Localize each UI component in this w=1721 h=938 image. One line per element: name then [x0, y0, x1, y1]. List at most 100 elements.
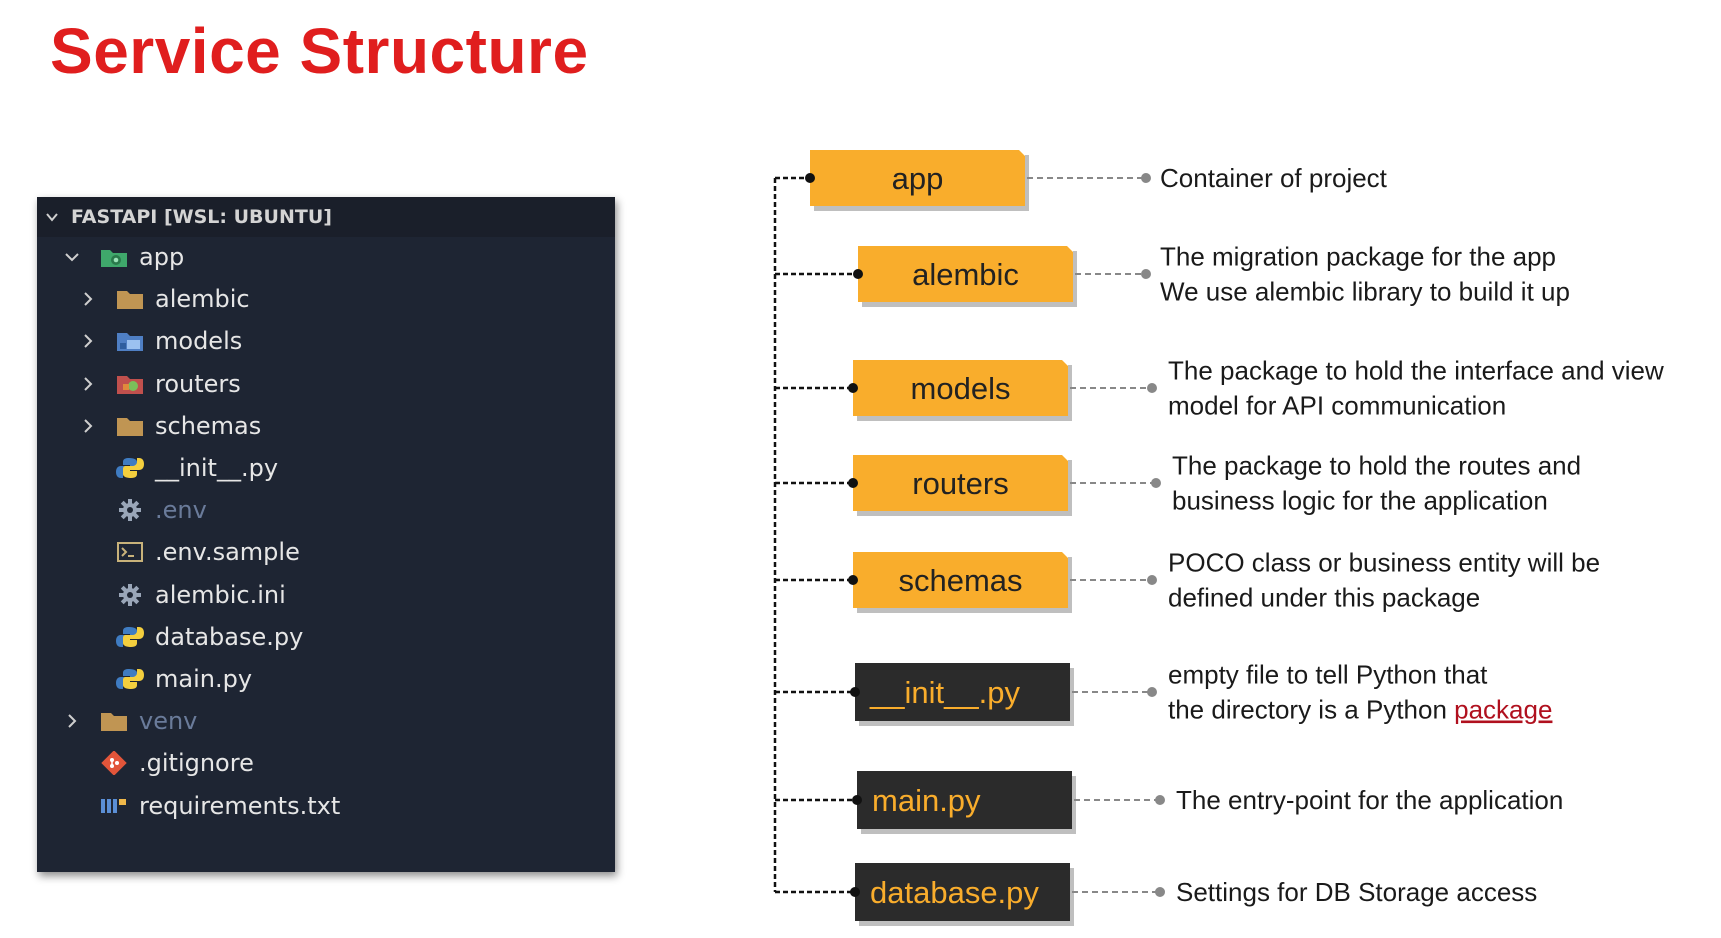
node-description-line: POCO class or business entity will be	[1168, 548, 1600, 578]
connector-dot	[850, 687, 860, 697]
folder-node-box	[858, 246, 1073, 302]
models-folder-icon	[115, 329, 145, 353]
tree-item-alembic-ini[interactable]: alembic.ini	[81, 575, 286, 615]
chevron-right-icon[interactable]	[81, 419, 95, 433]
tree-item-init-py[interactable]: __init__.py	[81, 448, 278, 488]
file-node-box	[855, 863, 1070, 921]
git-icon	[99, 751, 129, 776]
tree-item-requirements-txt[interactable]: requirements.txt	[65, 786, 340, 826]
leader-dot	[1147, 383, 1157, 393]
tree-item-label: routers	[155, 369, 241, 398]
tree-item-gitignore[interactable]: .gitignore	[65, 743, 254, 783]
connector-dot	[848, 478, 858, 488]
tree-item-database-py[interactable]: database.py	[81, 617, 303, 657]
folder-tab	[1019, 150, 1025, 156]
tree-item-label: app	[139, 243, 185, 271]
description-text: The migration package for the app	[1160, 242, 1556, 272]
description-text: business logic for the application	[1172, 486, 1548, 516]
leader-dot	[1147, 575, 1157, 585]
explorer-header[interactable]: FASTAPI [WSL: UBUNTU]	[37, 197, 615, 237]
chevron-right-icon[interactable]	[81, 376, 95, 391]
pip-icon	[99, 794, 129, 818]
node-description-line: the directory is a Python package	[1168, 695, 1552, 725]
tree-item-app[interactable]: app	[65, 237, 184, 277]
node-label: alembic	[912, 257, 1019, 292]
file-node-box	[857, 771, 1072, 829]
leader-dot	[1155, 795, 1165, 805]
leader-dot	[1141, 173, 1151, 183]
tree-item-label: alembic.ini	[155, 580, 286, 609]
tree-item-label: main.py	[155, 665, 253, 693]
node-description-line: The package to hold the routes and	[1172, 451, 1581, 481]
diagram-node-routers: routers The package to hold the routes an…	[775, 451, 1581, 516]
connector-dot	[852, 795, 862, 805]
file-node-box	[855, 663, 1070, 721]
description-text: Container of project	[1160, 163, 1388, 193]
description-text: The package to hold the interface and vi…	[1168, 356, 1664, 386]
gear-icon	[115, 498, 145, 522]
description-text: Settings for DB Storage access	[1176, 877, 1537, 907]
node-description-line: We use alembic library to build it up	[1160, 277, 1570, 307]
folder-node-box	[853, 360, 1068, 416]
file-explorer-panel: FASTAPI [WSL: UBUNTU] app alembic models ro…	[37, 197, 615, 872]
connector-dot	[848, 383, 858, 393]
tree-item-schemas[interactable]: schemas	[81, 406, 261, 446]
node-label: routers	[912, 466, 1008, 501]
folder-node-box	[853, 552, 1068, 608]
description-text: We use alembic library to build it up	[1160, 277, 1570, 307]
tree-item-label: models	[155, 327, 243, 356]
connector-dot	[850, 887, 860, 897]
tree-item-label: .env.sample	[155, 538, 300, 567]
node-label: database.py	[870, 875, 1039, 910]
chevron-right-icon[interactable]	[81, 292, 95, 306]
node-description-line: defined under this package	[1168, 583, 1480, 613]
tree-item-label: alembic	[155, 285, 250, 314]
description-text: model for API communication	[1168, 391, 1506, 421]
description-text: the directory is a Python	[1168, 695, 1454, 725]
chevron-down-icon[interactable]	[45, 210, 59, 224]
tree-item-label: requirements.txt	[139, 791, 341, 820]
terminal-icon	[115, 540, 145, 564]
node-description-line: Settings for DB Storage access	[1176, 877, 1537, 907]
chevron-right-icon[interactable]	[65, 714, 79, 728]
folder-node-box	[853, 455, 1068, 511]
routers-folder-icon	[115, 372, 145, 396]
node-description-line: The entry-point for the application	[1176, 785, 1563, 815]
description-text: empty file to tell Python that	[1168, 660, 1488, 690]
diagram-node-main: main.py The entry-point for the applicati…	[775, 771, 1563, 834]
package-link[interactable]: package	[1454, 695, 1552, 725]
node-description-line: Container of project	[1160, 163, 1388, 193]
connector-dot	[848, 575, 858, 585]
connector-dot	[805, 173, 815, 183]
python-icon	[115, 625, 145, 649]
tree-item-label: __init__.py	[155, 454, 279, 482]
tree-item-alembic[interactable]: alembic	[81, 279, 250, 319]
tree-item-label: schemas	[155, 411, 262, 440]
folder-node-box	[810, 150, 1025, 206]
folder-icon	[115, 287, 145, 311]
chevron-right-icon[interactable]	[81, 334, 95, 349]
tree-item-venv[interactable]: venv	[65, 701, 197, 741]
node-description-line: The migration package for the app	[1160, 242, 1556, 272]
tree-item-main-py[interactable]: main.py	[81, 659, 252, 699]
tree-item-models[interactable]: models	[81, 321, 242, 361]
gear-icon	[115, 583, 145, 607]
python-icon	[115, 667, 145, 691]
chevron-down-icon[interactable]	[65, 250, 79, 264]
python-icon	[115, 456, 145, 480]
node-label: main.py	[872, 783, 981, 818]
diagram-node-database: database.py Settings for DB Storage acces…	[775, 863, 1537, 926]
diagram-node-alembic: alembic The migration package for the app…	[775, 242, 1570, 307]
tree-item-env-sample[interactable]: .env.sample	[81, 532, 300, 572]
leader-dot	[1151, 478, 1161, 488]
description-text: defined under this package	[1168, 583, 1480, 613]
tree-item-routers[interactable]: routers	[81, 364, 241, 404]
description-text: POCO class or business entity will be	[1168, 548, 1600, 578]
folder-tab	[1062, 552, 1068, 558]
tree-item-env[interactable]: .env	[81, 490, 207, 530]
folder-tab	[1067, 246, 1073, 252]
